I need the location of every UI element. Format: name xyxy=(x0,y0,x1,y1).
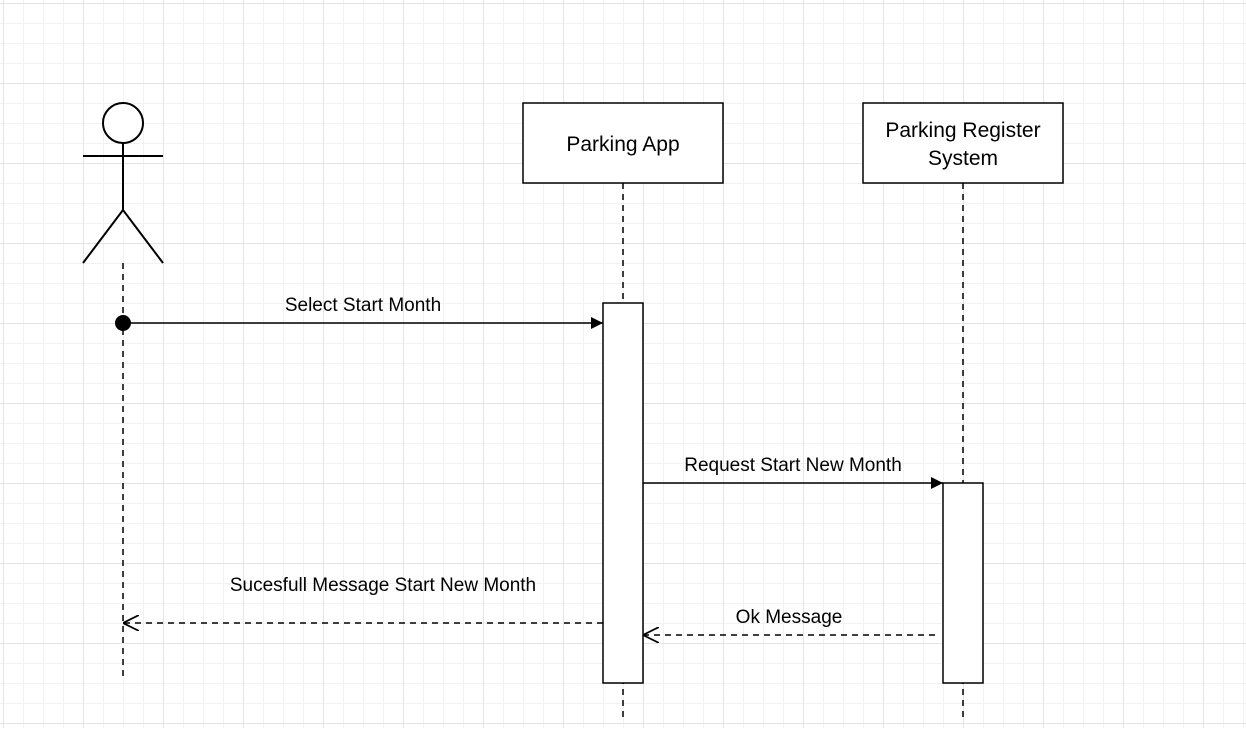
message-request-start-new-month[interactable]: Request Start New Month xyxy=(643,455,943,489)
message-label: Ok Message xyxy=(736,607,843,628)
participant-label: Parking App xyxy=(566,133,679,156)
message-ok-message[interactable]: Ok Message xyxy=(643,607,935,635)
parking-app-activation-bar[interactable] xyxy=(602,302,644,684)
participant-box xyxy=(522,102,724,184)
actor-head xyxy=(102,102,144,144)
actor-left-leg xyxy=(82,209,124,264)
actor[interactable] xyxy=(82,102,164,264)
message-label: Request Start New Month xyxy=(684,455,902,476)
parking-register-activation-bar[interactable] xyxy=(942,482,984,684)
actor-right-leg xyxy=(122,209,164,264)
participant-label-line-1: Parking Register xyxy=(885,119,1040,142)
message-sucesfull-start-new-month[interactable]: Sucesfull Message Start New Month xyxy=(123,575,603,623)
participant-parking-register-system[interactable]: Parking Register System xyxy=(862,102,1064,184)
participant-parking-app[interactable]: Parking App xyxy=(522,102,724,184)
participant-box xyxy=(862,102,1064,184)
message-label: Sucesfull Message Start New Month xyxy=(230,575,536,596)
participant-label-line-2: System xyxy=(928,147,998,170)
message-select-start-month[interactable]: Select Start Month xyxy=(115,295,603,331)
message-label: Select Start Month xyxy=(285,295,441,316)
